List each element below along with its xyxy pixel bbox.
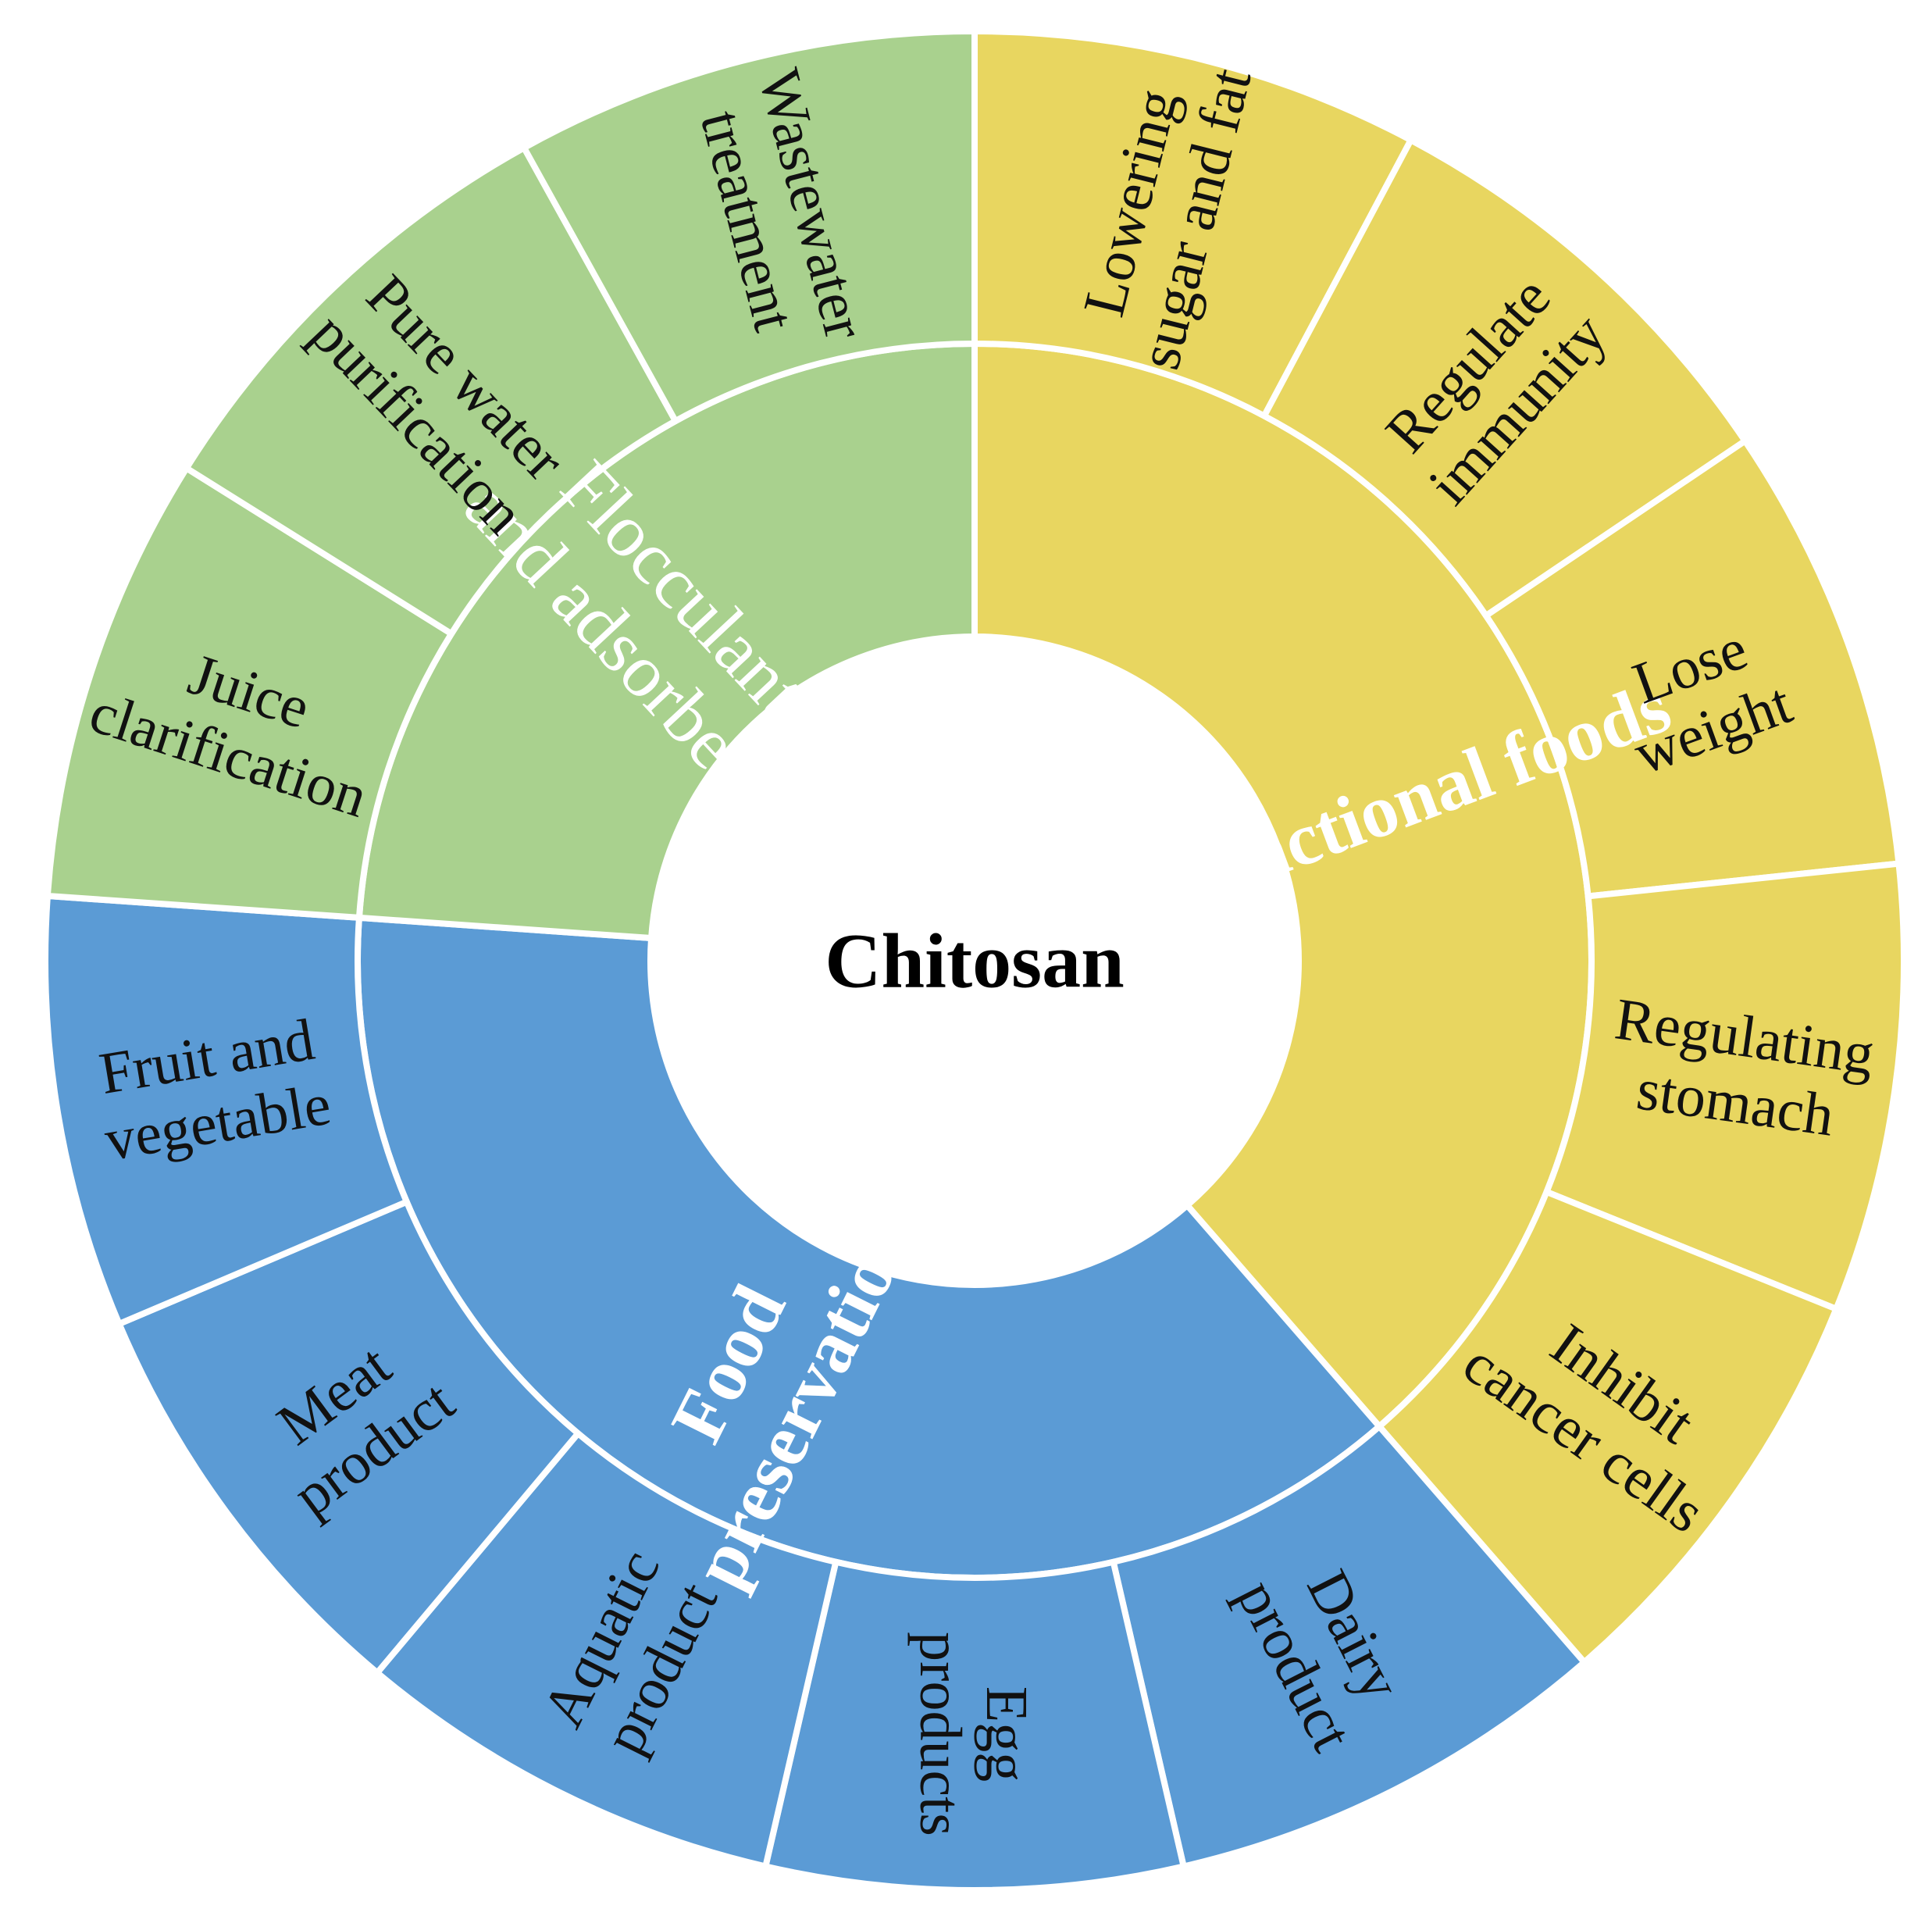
egg-products-label-line-2: products xyxy=(907,1632,973,1836)
center-label: Chitosan xyxy=(825,918,1124,1004)
wastewater-treatment-sector xyxy=(521,28,978,425)
ring-segments xyxy=(42,28,1907,1893)
egg-products-label: Eggproducts xyxy=(907,1632,1039,1836)
center-circle xyxy=(651,637,1299,1285)
egg-products-label-line-1: Egg xyxy=(974,1686,1039,1782)
